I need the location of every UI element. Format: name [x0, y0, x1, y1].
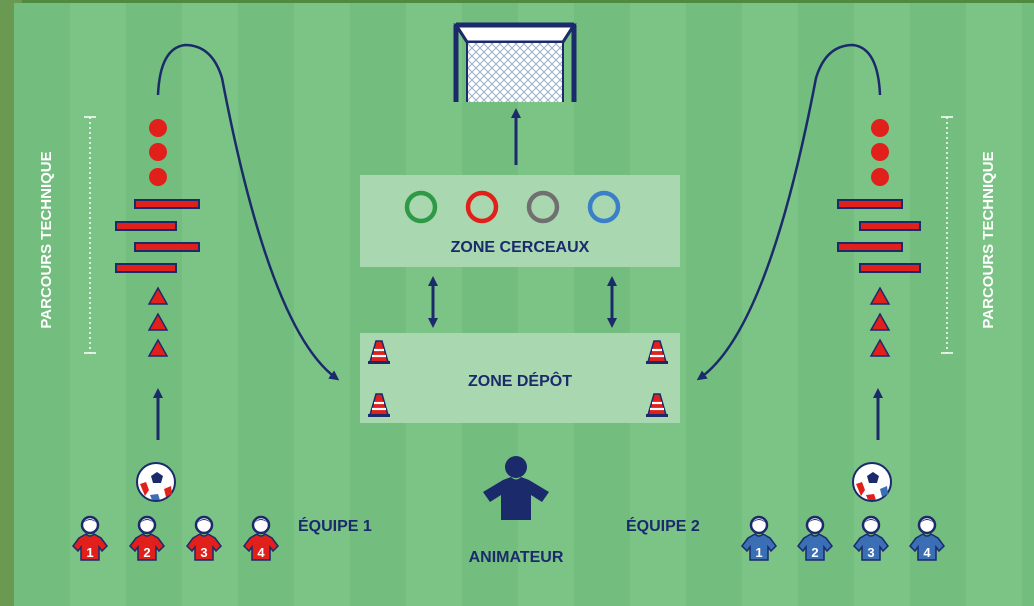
coach-label: ANIMATEUR: [469, 549, 564, 566]
small-cone-icon: [869, 286, 891, 357]
coach-icon: [483, 456, 549, 520]
team-1: 1 2 3 4: [72, 515, 279, 561]
zone-drop-label: ZONE DÉPÔT: [468, 371, 572, 390]
player-number: 3: [867, 545, 874, 560]
player-icon: 2: [129, 515, 165, 561]
player-number: 4: [257, 545, 265, 560]
right-course: [837, 116, 953, 440]
left-course: [84, 116, 200, 440]
player-number: 1: [86, 545, 93, 560]
player-number: 2: [811, 545, 818, 560]
player-number: 4: [923, 545, 931, 560]
marker-dot-icon: [149, 119, 167, 186]
curved-arrow-right: [696, 43, 882, 381]
player-icon: 1: [72, 515, 108, 561]
player-icon: 3: [186, 515, 222, 561]
hoop-icon: [404, 190, 621, 224]
player-number: 2: [143, 545, 150, 560]
player-icon: 2: [797, 515, 833, 561]
team-2-label: ÉQUIPE 2: [626, 516, 700, 535]
right-course-label: PARCOURS TECHNIQUE: [980, 151, 997, 328]
player-icon: 4: [909, 515, 945, 561]
zone-drop: [360, 333, 680, 423]
marker-dot-icon: [871, 119, 889, 186]
goal-icon: [453, 22, 577, 102]
zone-hoops-label: ZONE CERCEAUX: [451, 239, 590, 256]
left-course-label: PARCOURS TECHNIQUE: [38, 151, 55, 328]
curved-arrow-left: [156, 43, 340, 381]
ball-icon: [852, 462, 892, 502]
slalom-pole-icon: [837, 199, 921, 273]
player-icon: 4: [243, 515, 279, 561]
player-number: 3: [200, 545, 207, 560]
player-icon: 1: [741, 515, 777, 561]
slalom-pole-icon: [115, 199, 200, 273]
player-number: 1: [755, 545, 762, 560]
team-2: 1 2 3 4: [741, 515, 945, 561]
team-1-label: ÉQUIPE 1: [298, 516, 372, 535]
player-icon: 3: [853, 515, 889, 561]
small-cone-icon: [147, 286, 169, 357]
ball-icon: [136, 462, 176, 502]
